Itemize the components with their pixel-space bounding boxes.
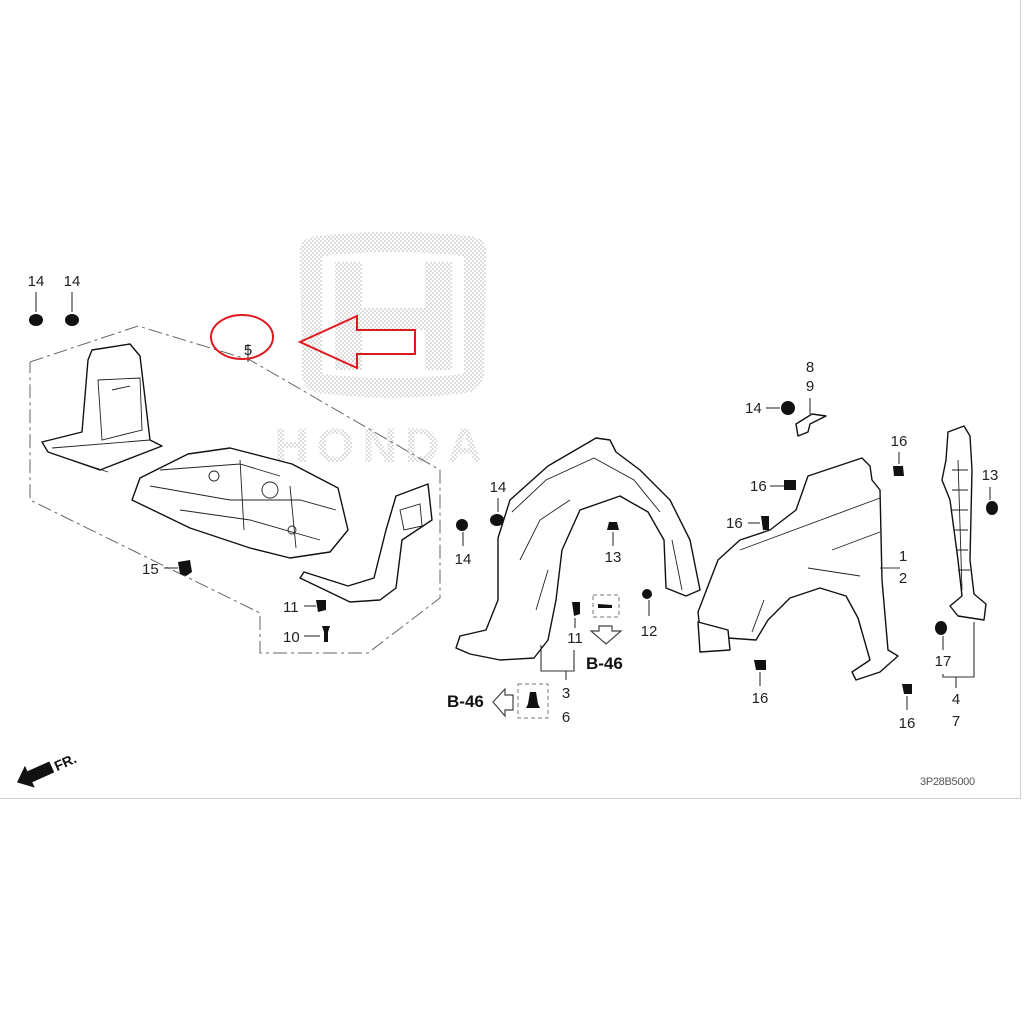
ref-box-b46 bbox=[592, 594, 620, 618]
clip-icon bbox=[178, 560, 192, 576]
highlight-arrow-icon bbox=[297, 314, 416, 370]
callout-14: 14 bbox=[490, 479, 507, 496]
bolt-icon bbox=[902, 684, 912, 694]
callout-13: 13 bbox=[982, 467, 999, 484]
grommet-icon bbox=[781, 401, 795, 415]
grommet-icon bbox=[986, 501, 998, 515]
callout-11: 11 bbox=[567, 630, 583, 647]
part-fender-liner bbox=[455, 437, 701, 661]
callout-11: 11 bbox=[283, 599, 299, 616]
bracket-3-6 bbox=[540, 645, 575, 672]
reference-b46[interactable]: B-46 bbox=[447, 692, 484, 711]
grommet-icon bbox=[490, 514, 504, 526]
callout-3: 3 bbox=[562, 685, 570, 702]
honda-wordmark-watermark: HONDA bbox=[274, 420, 490, 473]
honda-logo-watermark: HONDA bbox=[274, 232, 490, 473]
grommet-icon bbox=[29, 314, 43, 326]
clip-nut-icon bbox=[316, 600, 326, 612]
part-fender-side-bracket bbox=[941, 425, 987, 621]
front-arrow-icon bbox=[17, 761, 55, 788]
reference-arrow-down-icon[interactable] bbox=[589, 625, 623, 645]
grommet-icon bbox=[456, 519, 468, 531]
callout-16: 16 bbox=[899, 715, 916, 732]
callout-16: 16 bbox=[750, 478, 767, 495]
callout-1: 1 bbox=[899, 548, 907, 565]
bolt-icon bbox=[322, 626, 330, 642]
callout-15: 15 bbox=[142, 561, 159, 578]
clip-icon bbox=[526, 692, 540, 708]
callout-5: 5 bbox=[244, 342, 252, 359]
callout-14: 14 bbox=[455, 551, 472, 568]
part-right-splash-shield bbox=[299, 483, 433, 603]
highlight-circle bbox=[210, 314, 274, 360]
part-5-undercover bbox=[131, 447, 349, 559]
diagram-code: 3P28B5000 bbox=[920, 776, 975, 788]
callout-12: 12 bbox=[641, 623, 658, 640]
callout-17: 17 bbox=[935, 653, 952, 670]
bolt-icon bbox=[893, 466, 904, 476]
screw-icon bbox=[598, 604, 612, 608]
part-5-group-outline bbox=[29, 325, 441, 654]
ref-box-b46 bbox=[517, 683, 549, 719]
callout-16: 16 bbox=[752, 690, 769, 707]
callout-14: 14 bbox=[28, 273, 45, 290]
callout-6: 6 bbox=[562, 709, 570, 726]
callout-4: 4 bbox=[952, 691, 960, 708]
reference-b46[interactable]: B-46 bbox=[586, 654, 623, 673]
reference-arrow-left-icon[interactable] bbox=[492, 687, 514, 718]
callout-14: 14 bbox=[745, 400, 762, 417]
callout-13: 13 bbox=[605, 549, 622, 566]
clip-icon bbox=[607, 522, 619, 530]
bolt-icon bbox=[784, 480, 796, 490]
part-left-splash-shield bbox=[41, 343, 163, 473]
clip-nut-icon bbox=[572, 602, 580, 616]
callout-8: 8 bbox=[806, 359, 814, 376]
callout-16: 16 bbox=[726, 515, 743, 532]
nut-icon bbox=[935, 621, 947, 635]
part-fender-bracket bbox=[795, 413, 827, 437]
callout-16: 16 bbox=[891, 433, 908, 450]
bolt-icon bbox=[754, 660, 766, 670]
callout-2: 2 bbox=[899, 570, 907, 587]
diagram-border bbox=[0, 0, 1021, 799]
callout-14: 14 bbox=[64, 273, 81, 290]
bracket-4-7 bbox=[942, 622, 975, 678]
callout-7: 7 bbox=[952, 713, 960, 730]
bolt-icon bbox=[761, 516, 769, 530]
part-front-fender bbox=[697, 457, 899, 681]
clip-icon bbox=[642, 589, 652, 599]
callout-10: 10 bbox=[283, 629, 300, 646]
grommet-icon bbox=[65, 314, 79, 326]
callout-9: 9 bbox=[806, 378, 814, 395]
